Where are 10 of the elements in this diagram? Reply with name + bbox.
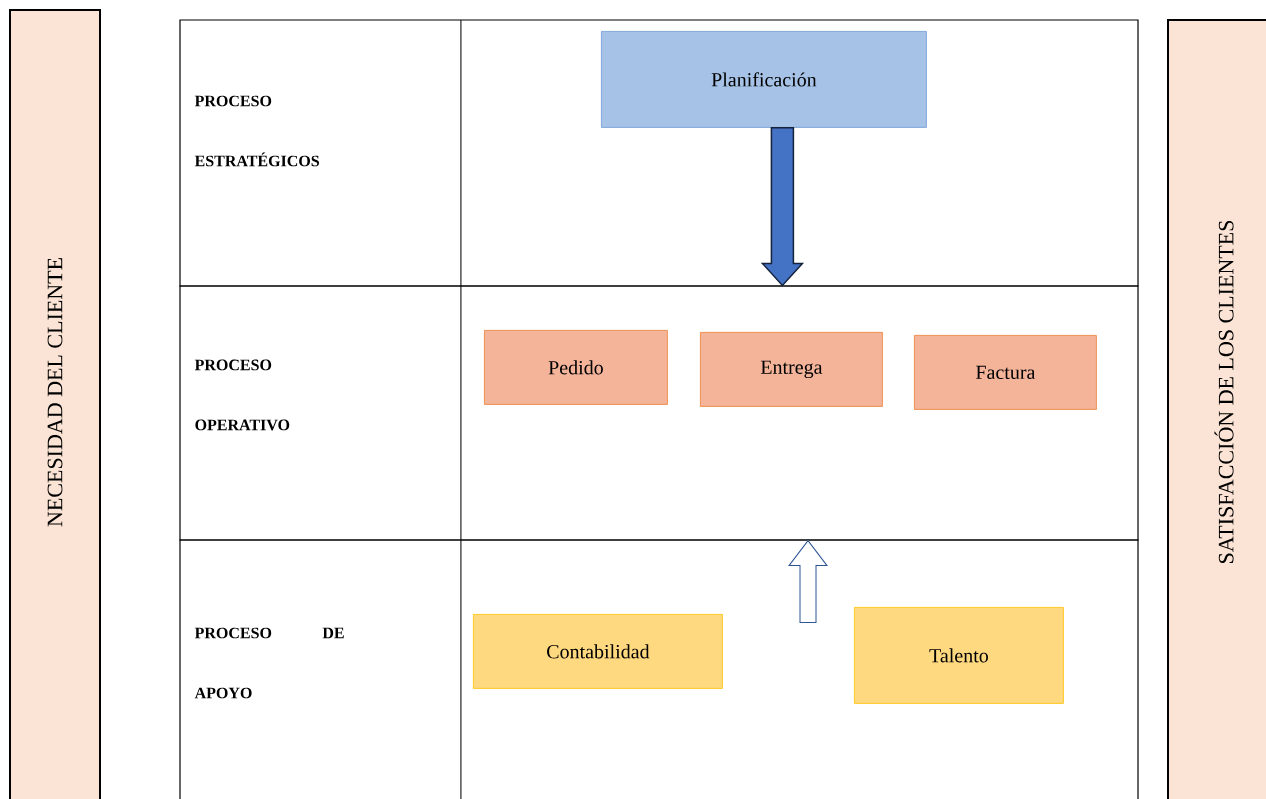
side-band: NECESIDAD DEL CLIENTE: [9, 9, 101, 799]
process-box: Factura: [914, 335, 1097, 410]
process-box: Pedido: [484, 330, 668, 405]
process-box: Contabilidad: [473, 614, 723, 689]
process-box: Planificación: [601, 31, 927, 128]
block-arrow: [760, 127, 805, 287]
block-arrow: [788, 540, 828, 624]
process-box: Entrega: [700, 332, 883, 407]
side-band: SATISFACCIÓN DE LOS CLIENTES: [1167, 19, 1266, 799]
process-box: Talento: [854, 607, 1064, 704]
